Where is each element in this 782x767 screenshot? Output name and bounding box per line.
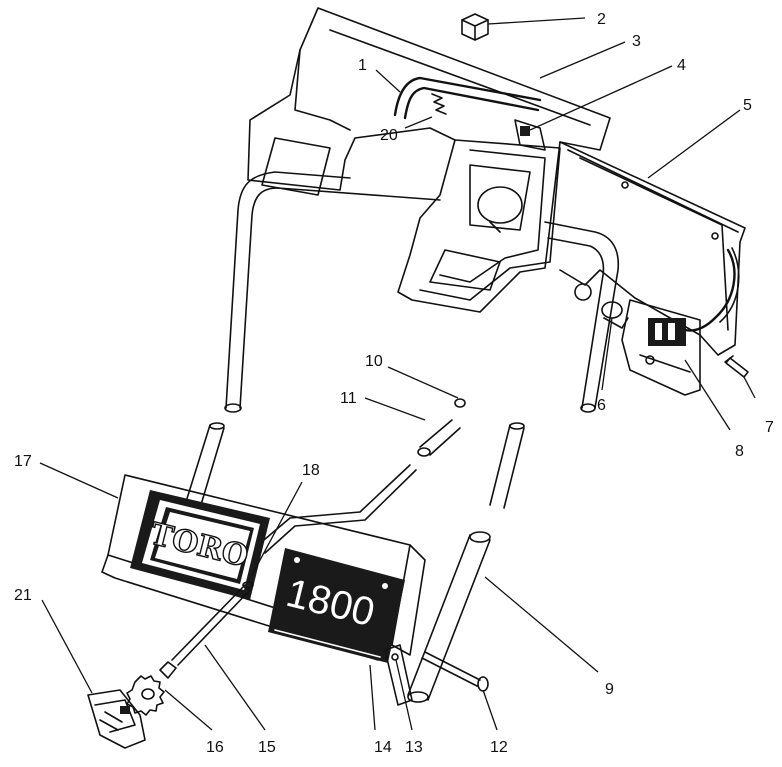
callout-20: 20 [380, 127, 398, 144]
lower-tube-right [489, 422, 525, 509]
rear-cover-plate [559, 141, 746, 356]
front-panel: TORO 1800 [101, 474, 426, 663]
tube-9 [407, 531, 491, 703]
callout-17: 17 [14, 453, 32, 470]
bolt-12 [421, 651, 489, 692]
callout-2: 2 [597, 11, 606, 28]
callout-7: 7 [765, 419, 774, 436]
main-handle-tube [224, 171, 620, 413]
callout-1: 1 [358, 57, 367, 74]
callout-11: 11 [340, 390, 357, 407]
leader-lines [39, 17, 756, 731]
callout-12: 12 [490, 739, 508, 756]
spring-20 [431, 93, 447, 115]
callout-8: 8 [735, 443, 744, 460]
cap-10 [454, 398, 466, 408]
switch-box [621, 299, 701, 396]
callout-5: 5 [743, 97, 752, 114]
callout-10: 10 [365, 353, 383, 370]
shaft-15 [171, 581, 254, 666]
callout-labels: 2 3 1 4 5 20 6 7 8 9 10 11 17 18 21 16 1… [14, 11, 774, 756]
latch-21 [87, 689, 146, 749]
screw-7 [724, 355, 749, 378]
callout-9: 9 [605, 681, 614, 698]
upper-handle-housing [247, 7, 611, 313]
callout-14: 14 [374, 739, 392, 756]
cable-clamp-6 [574, 283, 629, 329]
bracket-13 [384, 644, 413, 706]
callout-6: 6 [597, 397, 606, 414]
control-rod-1 [393, 76, 542, 120]
callout-16: 16 [206, 739, 224, 756]
bent-rod [257, 464, 417, 554]
callout-21: 21 [14, 587, 32, 604]
callout-15: 15 [258, 739, 276, 756]
grip-11 [417, 419, 461, 457]
callout-18: 18 [302, 462, 320, 479]
callout-3: 3 [632, 33, 641, 50]
callout-13: 13 [405, 739, 423, 756]
knob-2 [461, 13, 489, 41]
callout-4: 4 [677, 57, 686, 74]
bracket-4 [514, 119, 546, 151]
